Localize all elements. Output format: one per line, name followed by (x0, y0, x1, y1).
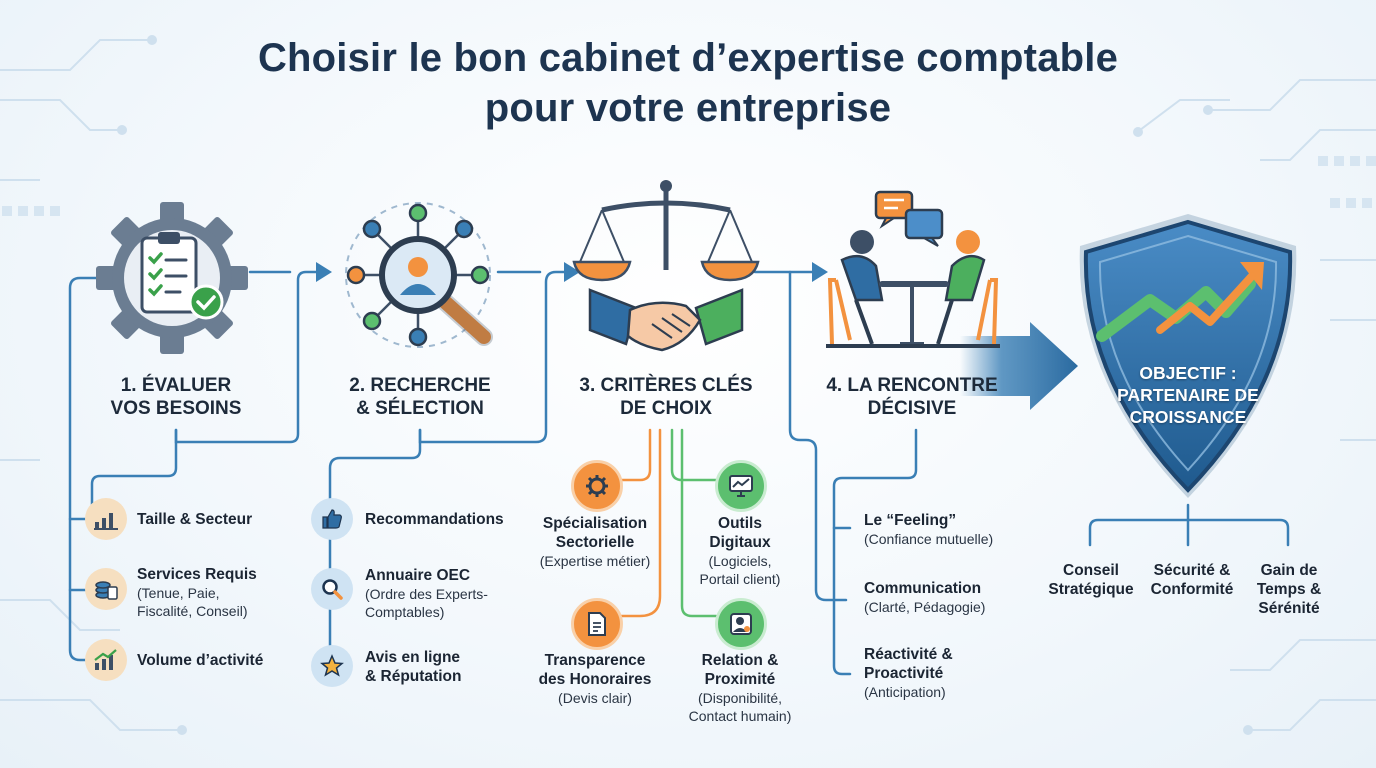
item-outils-digitaux-label-1: Outils (718, 515, 762, 532)
item-transparence-detail: (Devis clair) (558, 690, 632, 706)
circuit-decoration-left (0, 35, 187, 735)
step-3-title-line2: DE CHOIX (620, 398, 712, 419)
outcome-gain-line3: Sérénité (1258, 600, 1320, 617)
item-recommandations: Recommandations (365, 511, 504, 528)
item-annuaire-oec-detail-1: (Ordre des Experts- (365, 586, 488, 602)
outcome-securite-line1: Sécurité & (1153, 562, 1231, 579)
item-specialisation-label-1: Spécialisation (542, 515, 648, 532)
coins-icon (85, 568, 127, 610)
item-specialisation-detail: (Expertise métier) (539, 553, 651, 569)
item-relation-label-2: Proximité (704, 671, 776, 688)
item-specialisation-label-2: Sectorielle (555, 534, 635, 551)
item-specialisation: Spécialisation Sectorielle (Expertise mé… (530, 514, 660, 570)
item-outils-digitaux-detail-2: Portail client) (699, 571, 781, 587)
thumbs-up-icon (311, 498, 353, 540)
monitor-chart-icon (715, 460, 767, 512)
step-4-title-line1: 4. LA RENCONTRE (826, 375, 998, 396)
item-avis-en-ligne-label-1: Avis en ligne (365, 649, 461, 666)
document-icon (571, 598, 623, 650)
magnifier-network-icon (345, 202, 493, 348)
item-relation-proximite: Relation & Proximité (Disponibilité, Con… (672, 651, 808, 725)
bar-chart-icon (85, 498, 127, 540)
item-transparence: Transparence des Honoraires (Devis clair… (525, 651, 665, 707)
item-transparence-label-1: Transparence (544, 652, 646, 669)
step-2-title-line2: & SÉLECTION (356, 398, 484, 419)
scales-handshake-icon (572, 180, 760, 352)
flow-connectors (68, 270, 1290, 676)
item-relation-detail-1: (Disponibilité, (697, 690, 783, 706)
item-relation-detail-2: Contact humain) (688, 708, 792, 724)
item-reactivite: Réactivité & Proactivité (Anticipation) (864, 645, 1034, 701)
item-reactivite-label-2: Proactivité (864, 665, 944, 682)
dot-blocks-decoration (2, 156, 1376, 216)
step-1-title-line2: VOS BESOINS (110, 398, 242, 419)
item-reactivite-label-1: Réactivité & (864, 646, 953, 663)
item-avis-en-ligne: Avis en ligne & Réputation (365, 648, 525, 686)
item-transparence-label-2: des Honoraires (538, 671, 652, 688)
outcome-gain-temps: Gain de Temps & Sérénité (1246, 561, 1332, 618)
step-2-title-line1: 2. RECHERCHE (349, 375, 491, 396)
gear-clipboard-checklist-icon (96, 202, 248, 354)
step-4-title-line2: DÉCISIVE (867, 398, 957, 419)
item-outils-digitaux-detail-1: (Logiciels, (708, 553, 772, 569)
outcome-conseil-line1: Conseil (1063, 562, 1119, 579)
outcome-gain-line2: Temps & (1256, 581, 1322, 598)
item-annuaire-oec-label: Annuaire OEC (365, 567, 471, 584)
item-communication-detail: (Clarté, Pédagogie) (864, 599, 986, 615)
item-relation-label-1: Relation & (701, 652, 779, 669)
goal-label-line1: OBJECTIF : (1139, 363, 1237, 383)
item-services-requis-label: Services Requis (137, 566, 257, 583)
item-feeling: Le “Feeling” (Confiance mutuelle) (864, 511, 1034, 548)
step-3-title-line1: 3. CRITÈRES CLÉS (579, 375, 753, 396)
gear-icon (571, 460, 623, 512)
arrowheads (316, 262, 828, 282)
item-avis-en-ligne-label-2: & Réputation (365, 668, 462, 685)
page-subtitle: pour votre entreprise (484, 86, 892, 130)
item-communication-label: Communication (864, 580, 982, 597)
shield-growth-arrow-icon (1079, 214, 1297, 498)
item-feeling-detail: (Confiance mutuelle) (864, 531, 994, 547)
item-annuaire-oec: Annuaire OEC (Ordre des Experts- Comptab… (365, 566, 525, 621)
item-services-requis-detail-1: (Tenue, Paie, (137, 585, 220, 601)
item-reactivite-detail: (Anticipation) (864, 684, 946, 700)
step-1-title: 1. ÉVALUER VOS BESOINS (86, 374, 266, 420)
item-services-requis: Services Requis (Tenue, Paie, Fiscalité,… (137, 565, 297, 620)
step-1-title-line1: 1. ÉVALUER (120, 375, 232, 396)
item-annuaire-oec-detail-2: Comptables) (365, 604, 445, 620)
outcome-securite-line2: Conformité (1150, 581, 1234, 598)
item-outils-digitaux-label-2: Digitaux (709, 534, 771, 551)
step-2-title: 2. RECHERCHE & SÉLECTION (330, 374, 510, 420)
outcome-conseil-line2: Stratégique (1048, 581, 1134, 598)
growth-chart-icon (85, 639, 127, 681)
step-4-title: 4. LA RENCONTRE DÉCISIVE (812, 374, 1012, 420)
item-taille-secteur: Taille & Secteur (137, 511, 253, 528)
step-3-title: 3. CRITÈRES CLÉS DE CHOIX (566, 374, 766, 420)
item-services-requis-detail-2: Fiscalité, Conseil) (137, 603, 248, 619)
outcome-gain-line1: Gain de (1260, 562, 1318, 579)
goal-label: OBJECTIF : PARTENAIRE DE CROISSANCE (1092, 362, 1284, 428)
page-title: Choisir le bon cabinet d’expertise compt… (257, 36, 1119, 80)
item-communication: Communication (Clarté, Pédagogie) (864, 579, 1034, 616)
goal-label-line2: PARTENAIRE DE (1117, 385, 1259, 405)
outcome-conseil: Conseil Stratégique (1040, 561, 1142, 599)
goal-label-line3: CROISSANCE (1129, 407, 1247, 427)
item-outils-digitaux: Outils Digitaux (Logiciels, Portail clie… (680, 514, 800, 588)
meeting-people-icon (826, 190, 1000, 348)
item-feeling-label: Le “Feeling” (864, 512, 957, 529)
circuit-decoration-right (1133, 79, 1376, 735)
search-icon (311, 568, 353, 610)
person-icon (715, 598, 767, 650)
star-icon (311, 645, 353, 687)
outcome-securite: Sécurité & Conformité (1144, 561, 1240, 599)
item-volume-activite: Volume d’activité (137, 652, 264, 669)
